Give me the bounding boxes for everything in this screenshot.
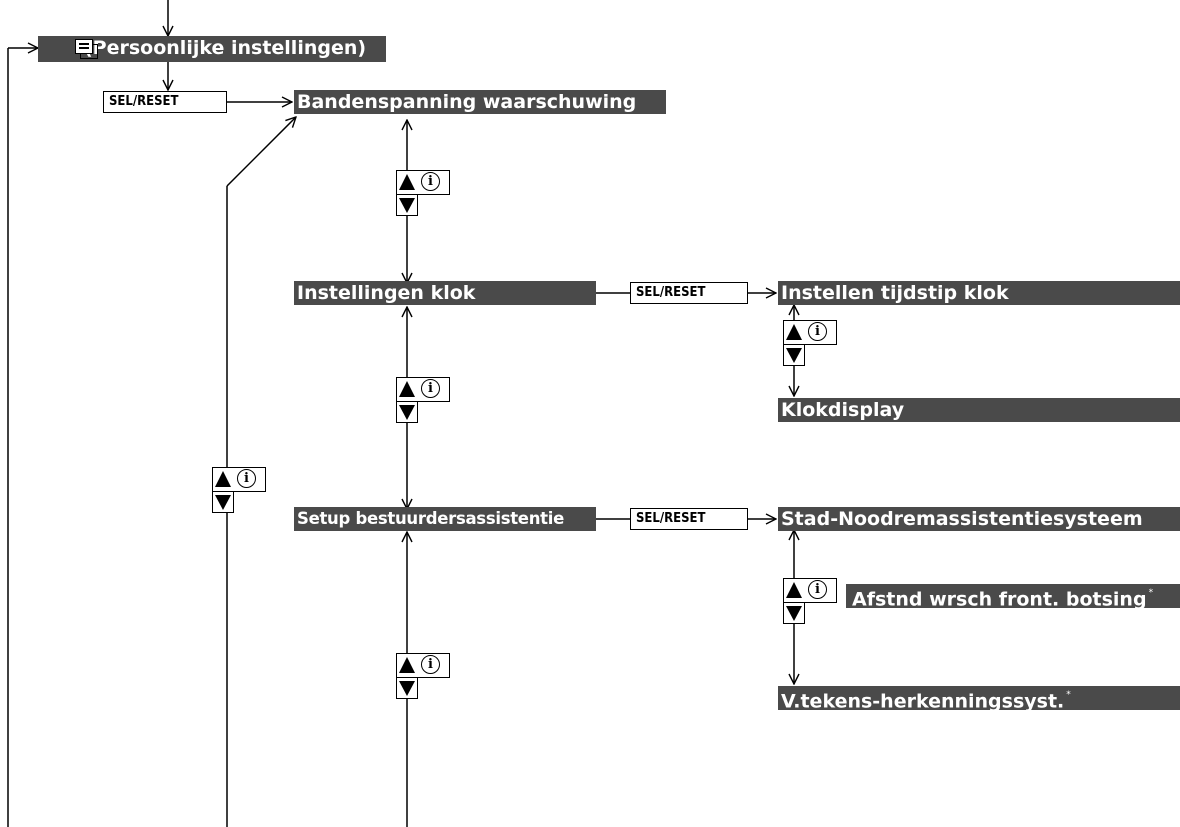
down-button[interactable] [396, 677, 418, 699]
down-triangle-icon [786, 606, 802, 621]
personal-settings-menu-bar[interactable]: (Persoonlijke instellingen) [38, 36, 386, 62]
city-brake-assist-label: Stad-Noodremassistentiesysteem [781, 508, 1143, 530]
traffic-sign-recognition-label: V.tekens-herkenningssyst. [781, 690, 1065, 710]
footnote-mark: * [1148, 588, 1154, 598]
down-button[interactable] [783, 602, 805, 624]
up-down-buttons-main-1[interactable]: i [396, 170, 450, 216]
up-triangle-icon [215, 471, 231, 487]
clock-time-label: Instellen tijdstip klok [781, 282, 1009, 304]
down-triangle-icon [399, 198, 415, 213]
info-icon: i [421, 172, 440, 191]
up-info-button[interactable]: i [783, 320, 837, 345]
personal-settings-title: (Persoonlijke instellingen) [84, 37, 367, 59]
down-triangle-icon [399, 681, 415, 696]
clock-display-item[interactable]: Klokdisplay [778, 398, 1180, 422]
up-triangle-icon [399, 657, 415, 673]
footnote-mark: * [1066, 690, 1071, 700]
sel-reset-button-assist[interactable]: SEL/RESET [630, 508, 748, 530]
info-icon: i [237, 469, 256, 488]
driver-assist-setup-item[interactable]: Setup bestuurdersassistentie [294, 507, 596, 531]
down-button[interactable] [783, 344, 805, 366]
down-triangle-icon [786, 348, 802, 363]
up-down-buttons-left[interactable]: i [212, 467, 266, 513]
info-icon: i [421, 655, 440, 674]
traffic-sign-recognition-item[interactable]: V.tekens-herkenningssyst.* [778, 686, 1180, 710]
up-triangle-icon [786, 582, 802, 598]
clock-display-label: Klokdisplay [781, 399, 905, 421]
tire-pressure-warning-label: Bandenspanning waarschuwing [297, 91, 637, 113]
forward-collision-distance-label: Afstnd wrsch front. botsing [852, 588, 1147, 608]
down-button[interactable] [396, 194, 418, 216]
down-button[interactable] [396, 401, 418, 423]
sel-reset-button-clock[interactable]: SEL/RESET [630, 282, 748, 304]
driver-assist-setup-label: Setup bestuurdersassistentie [297, 509, 564, 528]
info-icon: i [808, 580, 827, 599]
up-down-buttons-clock[interactable]: i [783, 320, 837, 366]
tire-pressure-warning-item[interactable]: Bandenspanning waarschuwing [294, 90, 666, 114]
up-info-button[interactable]: i [396, 170, 450, 195]
up-down-buttons-assist[interactable]: i [783, 578, 837, 624]
clock-settings-label: Instellingen klok [297, 282, 476, 304]
sel-reset-button-menu[interactable]: SEL/RESET [103, 91, 227, 113]
menu-settings-icon [75, 39, 100, 61]
up-triangle-icon [399, 174, 415, 190]
clock-settings-item[interactable]: Instellingen klok [294, 281, 596, 305]
up-info-button[interactable]: i [783, 578, 837, 603]
up-info-button[interactable]: i [396, 377, 450, 402]
up-triangle-icon [399, 381, 415, 397]
down-triangle-icon [215, 495, 231, 510]
forward-collision-distance-item[interactable]: Afstnd wrsch front. botsing* [846, 584, 1180, 608]
down-triangle-icon [399, 405, 415, 420]
up-down-buttons-main-3[interactable]: i [396, 653, 450, 699]
info-icon: i [808, 322, 827, 341]
up-down-buttons-main-2[interactable]: i [396, 377, 450, 423]
down-button[interactable] [212, 491, 234, 513]
info-icon: i [421, 379, 440, 398]
up-info-button[interactable]: i [212, 467, 266, 492]
city-brake-assist-item[interactable]: Stad-Noodremassistentiesysteem [778, 507, 1180, 531]
up-info-button[interactable]: i [396, 653, 450, 678]
up-triangle-icon [786, 324, 802, 340]
clock-time-item[interactable]: Instellen tijdstip klok [778, 281, 1180, 305]
